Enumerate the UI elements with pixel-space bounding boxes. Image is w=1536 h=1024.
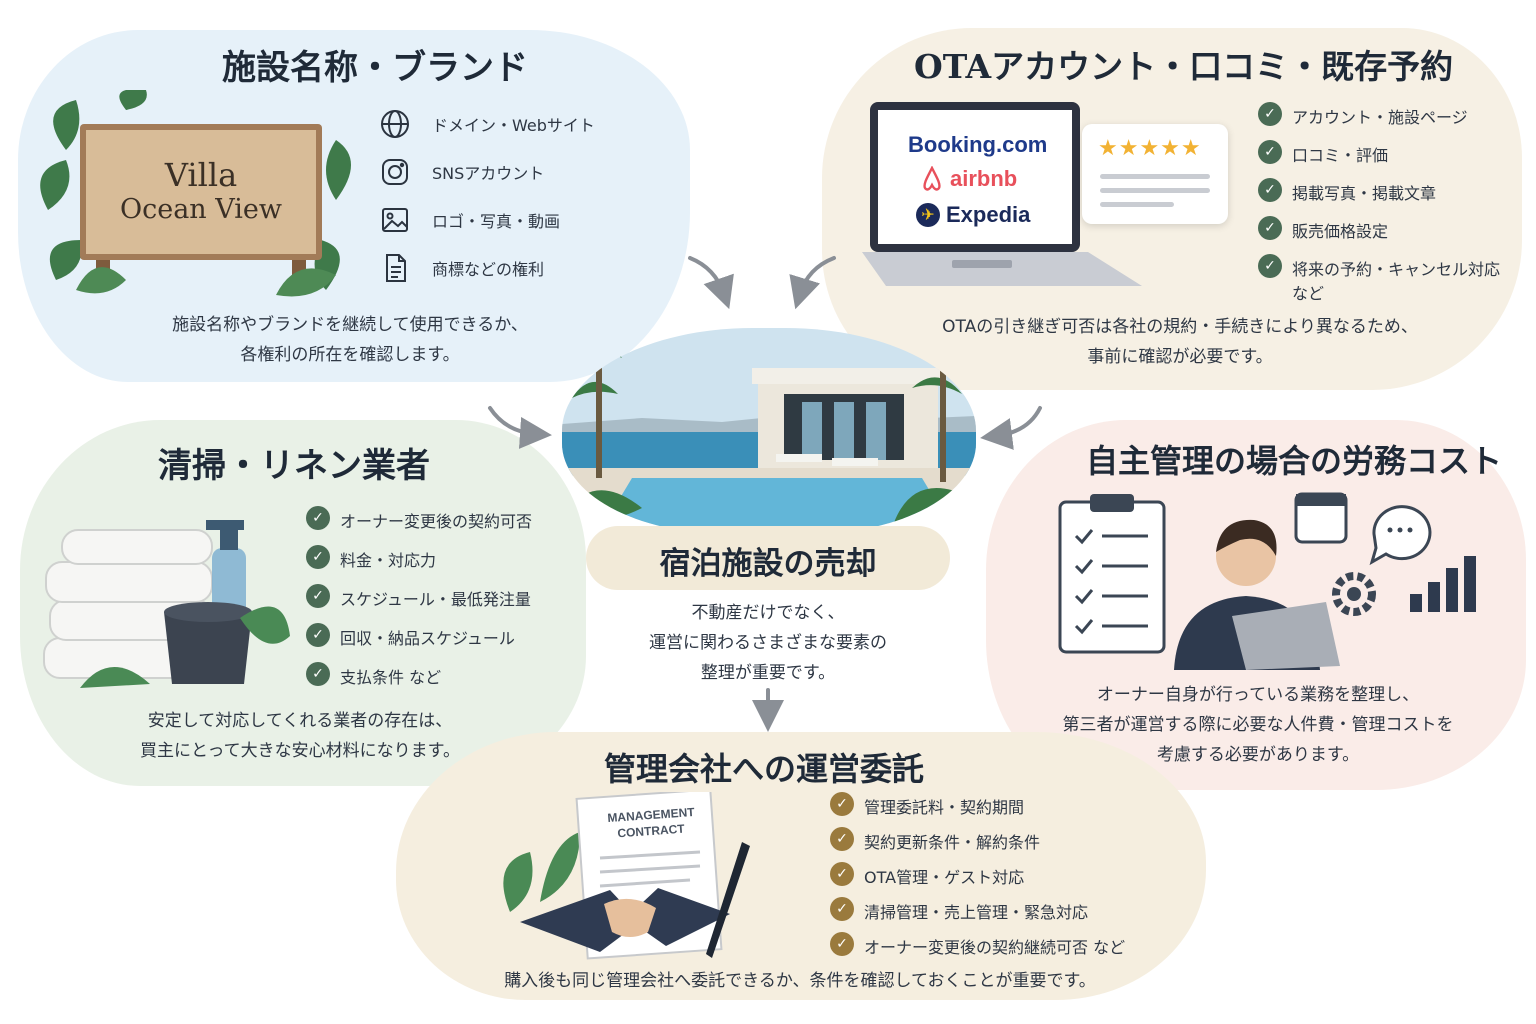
desc-line: 安定して対応してくれる業者の存在は、	[147, 711, 453, 731]
check-icon: ✓	[306, 623, 330, 647]
arrow-ota-to-center	[789, 256, 836, 310]
desc-line: 第三者が運営する際に必要な人件費・管理コストを	[1062, 715, 1454, 735]
list-item: 商標などの権利	[378, 244, 595, 292]
labor-title: 自主管理の場合の労務コスト	[1086, 442, 1503, 480]
check-icon: ✓	[830, 862, 854, 886]
list-item: ✓OTA管理・ゲスト対応	[830, 862, 1170, 899]
laptop-illustration: Booking.com airbnb ✈ Expedia	[862, 100, 1152, 296]
star-rating-icon: ★★★★★	[1098, 136, 1202, 161]
linen-illustration	[40, 508, 290, 692]
check-icon: ✓	[306, 545, 330, 569]
center-title-pill	[586, 526, 950, 590]
list-item: ✓支払条件 など	[306, 662, 576, 703]
list-item: ロゴ・写真・動画	[378, 196, 595, 244]
airbnb-logo: airbnb	[920, 166, 1017, 192]
expedia-icon: ✈	[916, 203, 940, 227]
check-icon: ✓	[306, 662, 330, 686]
airbnb-label: airbnb	[950, 166, 1018, 191]
brand-list: ドメイン・Webサイト SNSアカウント ロゴ・写真・動画 商標などの権利	[378, 100, 595, 292]
ota-description: OTAの引き継ぎ可否は各社の規約・手続きにより異なるため、 事前に確認が必要です…	[900, 312, 1460, 372]
list-item: ✓アカウント・施設ページ	[1258, 102, 1518, 142]
review-line	[1100, 202, 1174, 207]
desc-line: オーナー自身が行っている業務を整理し、	[1096, 685, 1420, 705]
airbnb-icon	[923, 166, 941, 191]
check-icon: ✓	[1258, 102, 1282, 126]
brand-title: 施設名称・ブランド	[222, 48, 528, 88]
list-item: ✓オーナー変更後の契約可否	[306, 506, 576, 547]
check-icon: ✓	[1258, 254, 1282, 278]
list-item-label: ロゴ・写真・動画	[432, 212, 561, 231]
desc-line: 事前に確認が必要です。	[1087, 347, 1273, 367]
brand-description: 施設名称やブランドを継続して使用できるか、 各権利の所在を確認します。	[60, 310, 640, 370]
list-item: ✓掲載写真・掲載文章	[1258, 178, 1518, 218]
list-item: ✓オーナー変更後の契約継続可否 など	[830, 932, 1170, 969]
sign-text-line1: Villa	[164, 156, 238, 194]
management-list: ✓管理委託料・契約期間 ✓契約更新条件・解約条件 ✓OTA管理・ゲスト対応 ✓清…	[830, 792, 1170, 969]
contract-illustration: MANAGEMENT CONTRACT	[480, 792, 780, 966]
check-icon: ✓	[1258, 140, 1282, 164]
list-item: SNSアカウント	[378, 148, 595, 196]
list-item-label: ドメイン・Webサイト	[432, 116, 595, 135]
document-icon	[378, 251, 412, 285]
list-item: ✓契約更新条件・解約条件	[830, 827, 1170, 864]
management-description: 購入後も同じ管理会社へ委託できるか、条件を確認しておくことが重要です。	[504, 971, 1096, 991]
list-item-label: SNSアカウント	[432, 164, 545, 183]
cleaning-description: 安定して対応してくれる業者の存在は、 買主にとって大きな安心材料になります。	[40, 706, 560, 766]
list-item: ✓将来の予約・キャンセル対応など	[1258, 254, 1518, 303]
sign-text-line2: Ocean View	[119, 194, 283, 225]
expedia-logo: ✈ Expedia	[916, 202, 1030, 228]
globe-icon	[378, 107, 412, 141]
list-item: ✓回収・納品スケジュール	[306, 623, 576, 664]
desc-line: 整理が重要です。	[700, 663, 836, 683]
desc-line: 買主にとって大きな安心材料になります。	[140, 741, 460, 761]
center-title: 宿泊施設の売却	[659, 546, 877, 582]
cleaning-title: 清掃・リネン業者	[158, 446, 430, 486]
desc-line: OTAの引き継ぎ可否は各社の規約・手続きにより異なるため、	[942, 317, 1418, 337]
center-description: 不動産だけでなく、 運営に関わるさまざまな要素の 整理が重要です。	[586, 598, 950, 688]
list-item: ✓販売価格設定	[1258, 216, 1518, 256]
desc-line: 各権利の所在を確認します。	[240, 345, 460, 365]
list-item: ✓管理委託料・契約期間	[830, 792, 1170, 829]
list-item: ✓清掃管理・売上管理・緊急対応	[830, 897, 1170, 934]
villa-sign-illustration: Villa Ocean View	[36, 90, 356, 300]
check-icon: ✓	[830, 792, 854, 816]
image-icon	[378, 203, 412, 237]
check-icon: ✓	[830, 932, 854, 956]
labor-illustration	[1050, 490, 1480, 680]
list-item: ドメイン・Webサイト	[378, 100, 595, 148]
check-icon: ✓	[306, 506, 330, 530]
check-icon: ✓	[830, 897, 854, 921]
instagram-icon	[378, 155, 412, 189]
check-icon: ✓	[830, 827, 854, 851]
ota-list: ✓アカウント・施設ページ ✓口コミ・評価 ✓掲載写真・掲載文章 ✓販売価格設定 …	[1258, 102, 1518, 303]
list-item: ✓スケジュール・最低発注量	[306, 584, 576, 625]
arrow-labor-to-center	[980, 406, 1042, 450]
desc-line: 考慮する必要があります。	[1156, 745, 1360, 765]
desc-line: 不動産だけでなく、	[691, 603, 845, 623]
check-icon: ✓	[1258, 216, 1282, 240]
desc-line: 施設名称やブランドを継続して使用できるか、	[172, 315, 528, 335]
cleaning-list: ✓オーナー変更後の契約可否 ✓料金・対応力 ✓スケジュール・最低発注量 ✓回収・…	[306, 506, 576, 703]
booking-logo: Booking.com	[908, 132, 1048, 157]
expedia-label: Expedia	[946, 202, 1031, 227]
management-title: 管理会社への運営委託	[604, 750, 925, 788]
desc-line: 運営に関わるさまざまな要素の	[649, 633, 887, 653]
list-item-label: 商標などの権利	[432, 260, 545, 279]
arrow-brand-to-center	[688, 256, 734, 310]
list-item: ✓口コミ・評価	[1258, 140, 1518, 180]
labor-description: オーナー自身が行っている業務を整理し、 第三者が運営する際に必要な人件費・管理コ…	[1010, 680, 1506, 770]
ota-title: OTAアカウント・口コミ・既存予約	[914, 47, 1454, 86]
review-line	[1100, 174, 1210, 179]
review-card: ★★★★★	[1082, 124, 1228, 224]
review-line	[1100, 188, 1210, 193]
check-icon: ✓	[306, 584, 330, 608]
check-icon: ✓	[1258, 178, 1282, 202]
villa-pool-illustration	[562, 328, 976, 534]
arrow-cleaning-to-center	[488, 406, 552, 449]
list-item: ✓料金・対応力	[306, 545, 576, 586]
